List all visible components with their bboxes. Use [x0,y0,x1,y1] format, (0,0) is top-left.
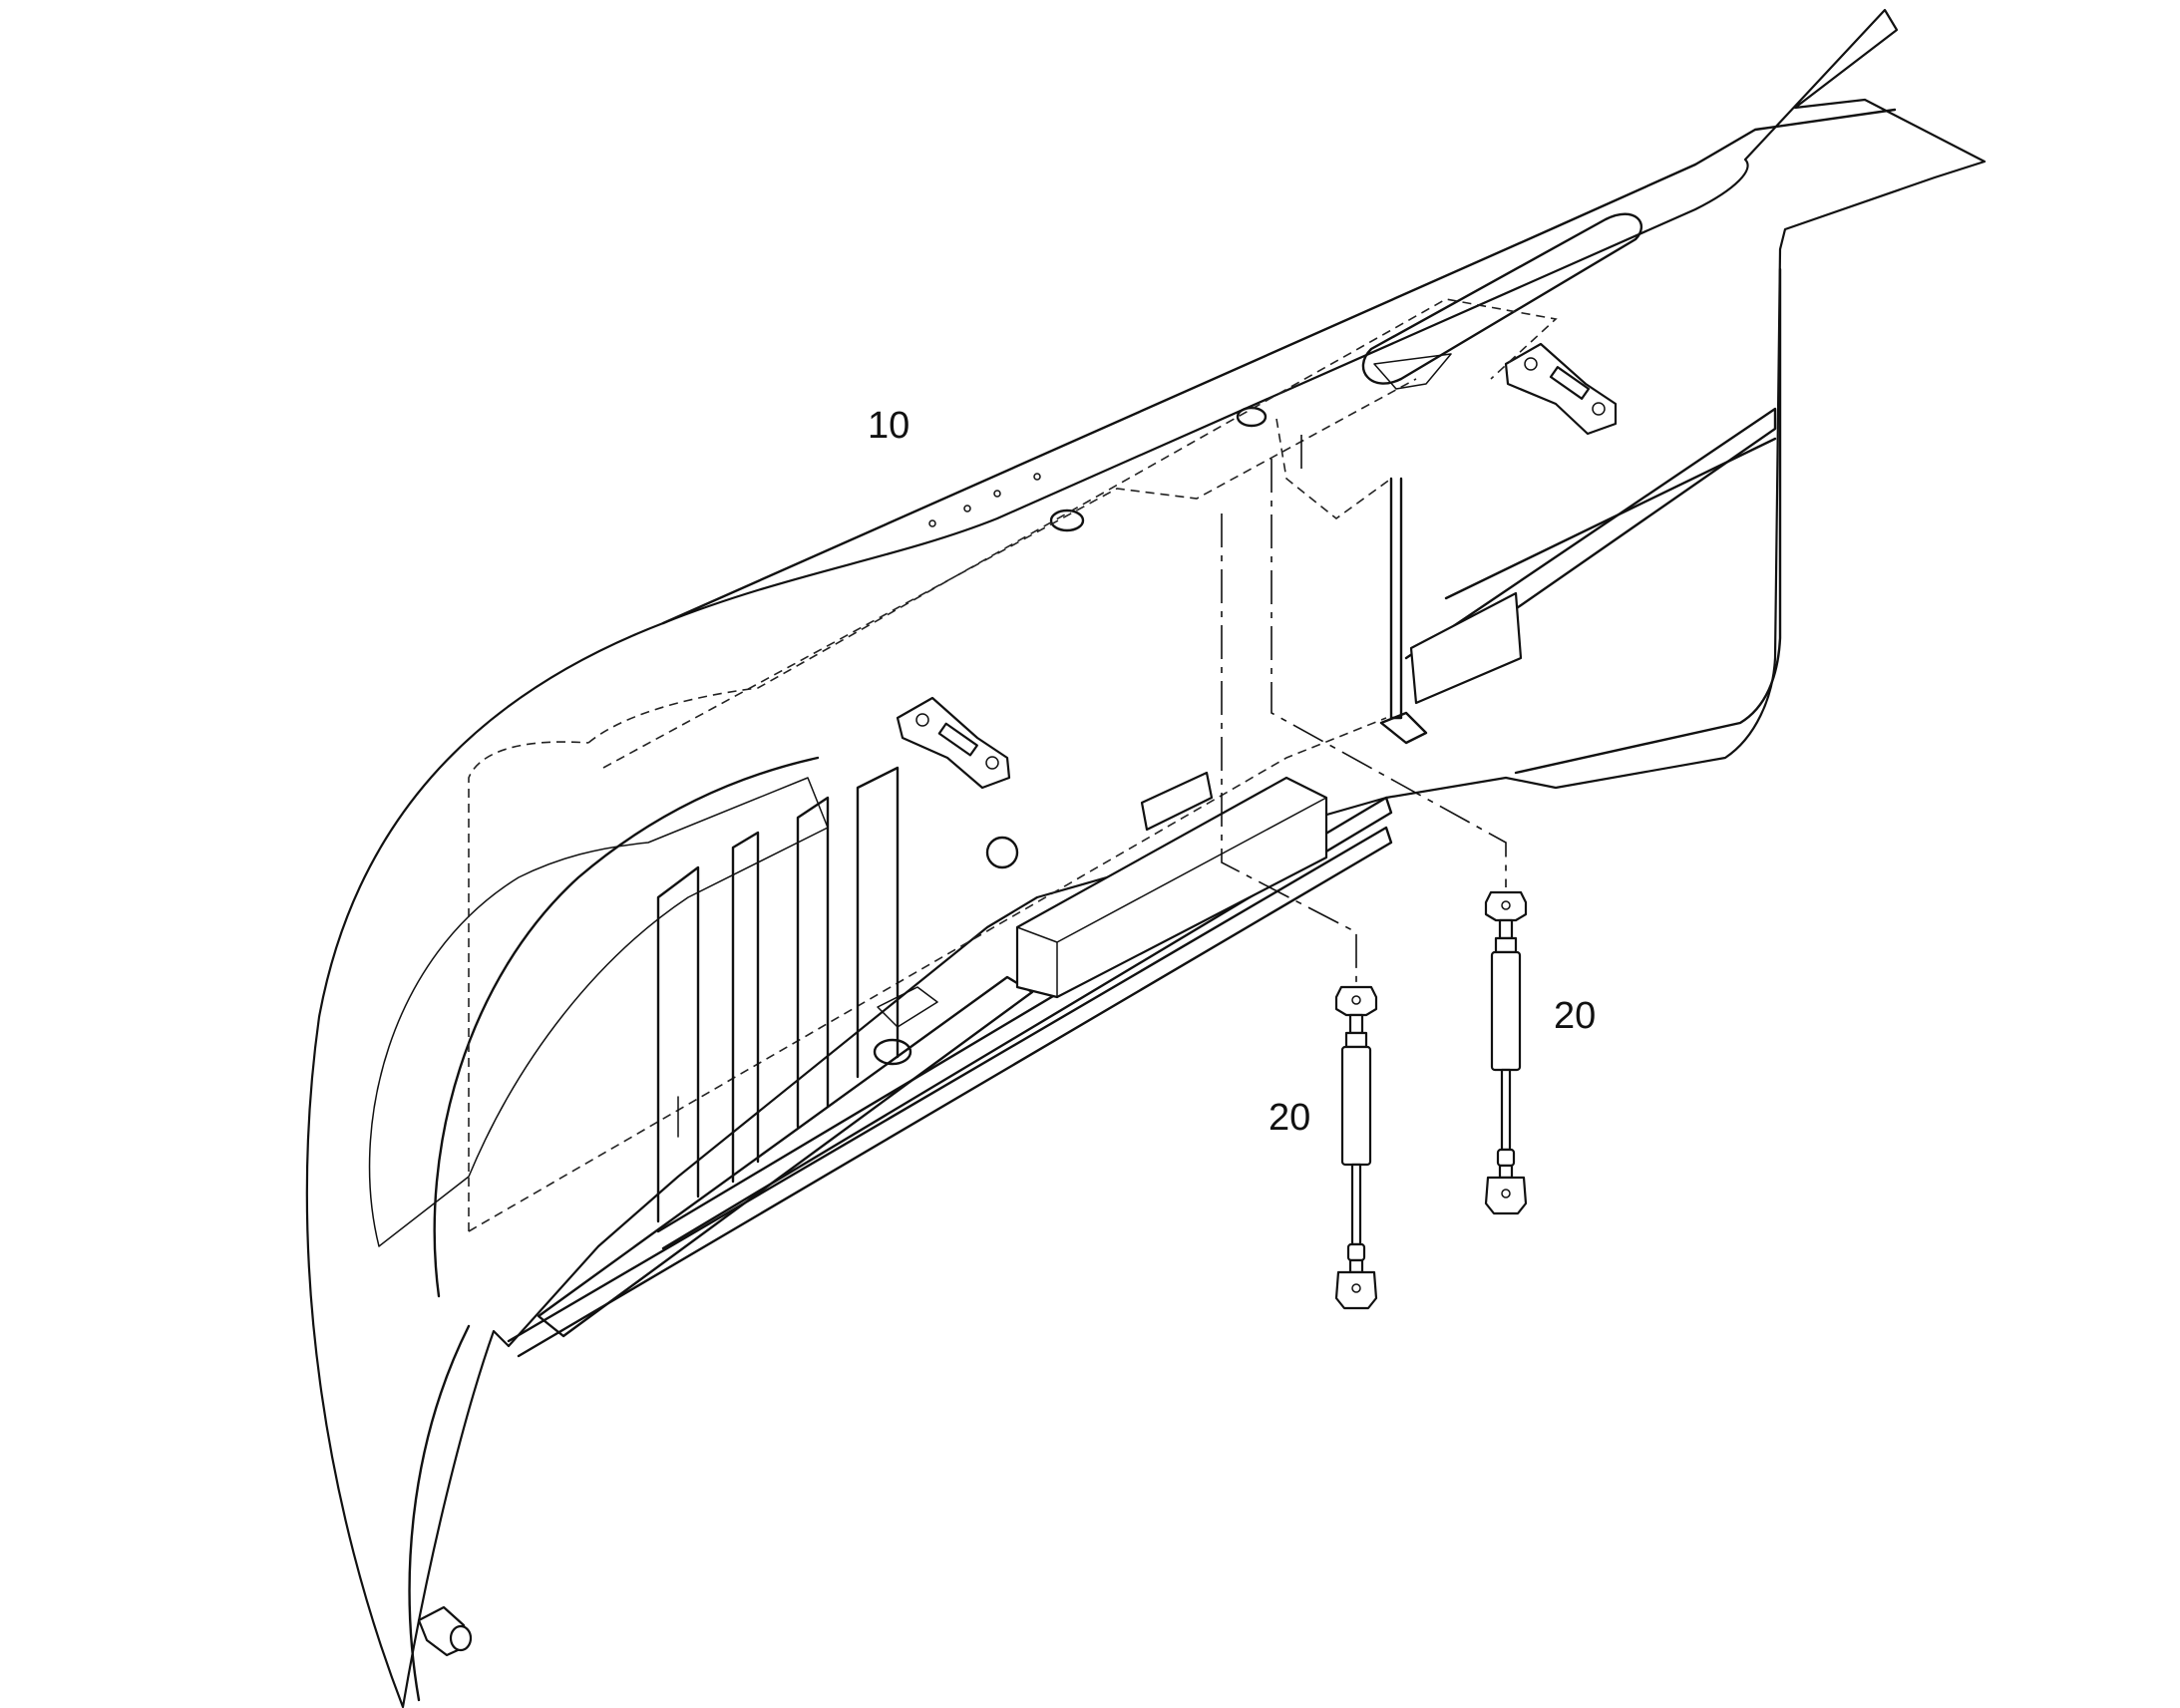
rivet-1 [928,519,936,527]
centerline-left-strut [1221,513,1357,982]
panel-top-edge [661,163,1697,625]
storage-box-edge [1016,797,1327,998]
hidden-lower-rail [468,717,1387,1232]
hidden-side [468,741,589,1231]
panel-hole [985,836,1019,869]
bracket-plate [1140,771,1214,832]
bottom-rail [507,826,1393,1358]
panel-inner-rim-lower [408,1324,471,1702]
bottom-rail-2 [656,796,1393,1250]
callout-panel-number: 10 [868,405,910,447]
top-hole-1 [1049,509,1085,532]
mount-boss [873,1038,912,1066]
hidden-frame-top [587,298,1558,744]
panel-inner-rim [433,756,820,1298]
right-frame [1514,267,1782,775]
panel-window-cutout [368,777,829,1247]
right-tube [1404,407,1777,680]
interior-ribs [656,766,900,1223]
top-hole-2 [1236,406,1268,428]
hinge-left [896,696,1011,790]
mount-plate [877,986,938,1028]
handle-grip [1373,353,1452,390]
gas-strut-left [1334,985,1378,1310]
handle-recess [1361,212,1642,385]
rivet-3 [993,490,1001,498]
latch-pin [417,1605,473,1657]
rivet-2 [963,505,971,512]
diagonal-strap [537,975,1034,1338]
hinge-right [1504,342,1618,436]
gas-strut-right [1484,890,1528,1215]
strut-bracket [1409,591,1523,705]
callout-strut-left-number: 20 [1269,1097,1311,1139]
panel-assembly [305,8,1987,1708]
storage-box [1015,776,1328,999]
callout-strut-right-number: 20 [1554,995,1597,1037]
centerline-right-strut [1271,459,1507,887]
hidden-bracket [1275,418,1392,520]
installed-strut-mount [1379,711,1428,745]
rivet-4 [1033,473,1041,481]
right-tube-2 [1444,437,1777,600]
hidden-frame-bottom [602,378,1417,769]
panel-lip [1693,108,1897,167]
